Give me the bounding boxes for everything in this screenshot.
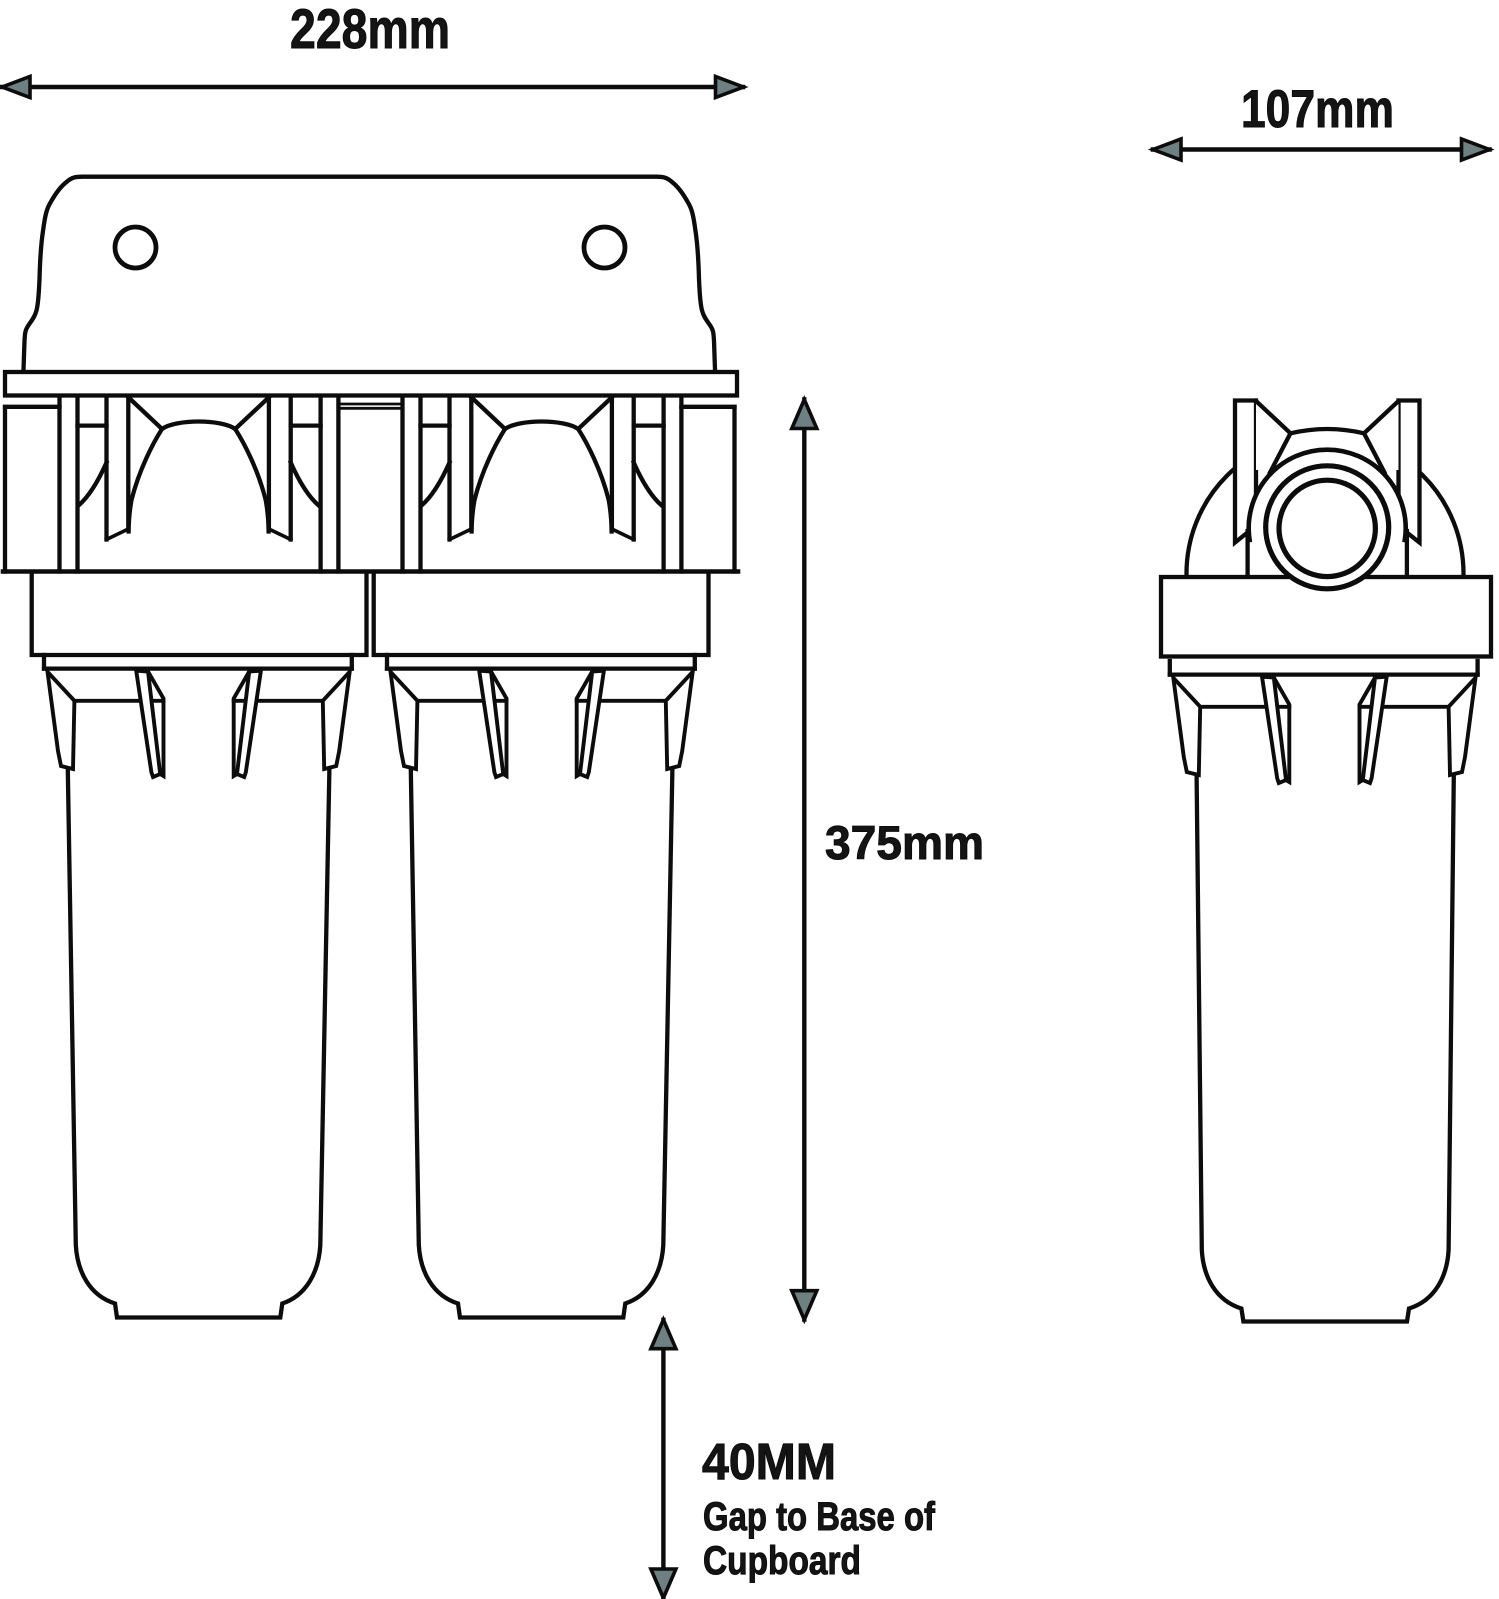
svg-text:Gap to Base of: Gap to Base of: [703, 1495, 936, 1539]
svg-text:107mm: 107mm: [1241, 80, 1394, 139]
svg-text:Cupboard: Cupboard: [703, 1539, 861, 1583]
svg-text:40MM: 40MM: [702, 1432, 836, 1490]
svg-text:228mm: 228mm: [290, 0, 450, 60]
svg-text:375mm: 375mm: [825, 817, 984, 870]
